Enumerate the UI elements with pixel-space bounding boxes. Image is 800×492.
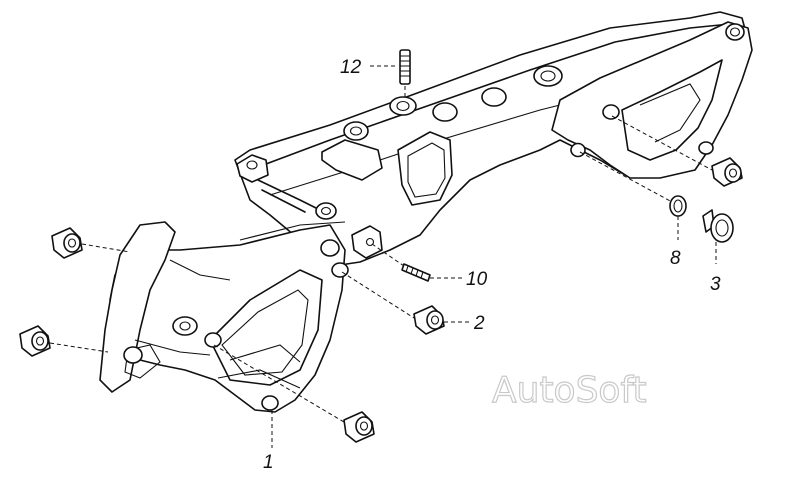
callout-labels: 12 10 2 8 3 1 <box>263 57 721 473</box>
nut-left-lower <box>19 325 51 357</box>
plug-3 <box>702 209 734 243</box>
callout-12: 12 <box>340 57 362 78</box>
callout-10: 10 <box>466 269 488 290</box>
leader-lines <box>49 65 717 448</box>
nut-right <box>711 157 743 187</box>
nut-lower <box>343 411 375 443</box>
watermark-text: AutoSoft <box>492 370 647 411</box>
nut-2 <box>413 305 445 335</box>
stud-10 <box>401 263 431 282</box>
stud-12 <box>399 49 411 85</box>
nut-left-upper <box>51 227 83 259</box>
callout-3: 3 <box>710 274 721 295</box>
callout-1: 1 <box>263 452 274 473</box>
exhaust-manifold-body <box>99 11 753 413</box>
washer-8 <box>669 195 687 217</box>
callout-8: 8 <box>670 248 681 269</box>
callout-2: 2 <box>473 313 485 334</box>
